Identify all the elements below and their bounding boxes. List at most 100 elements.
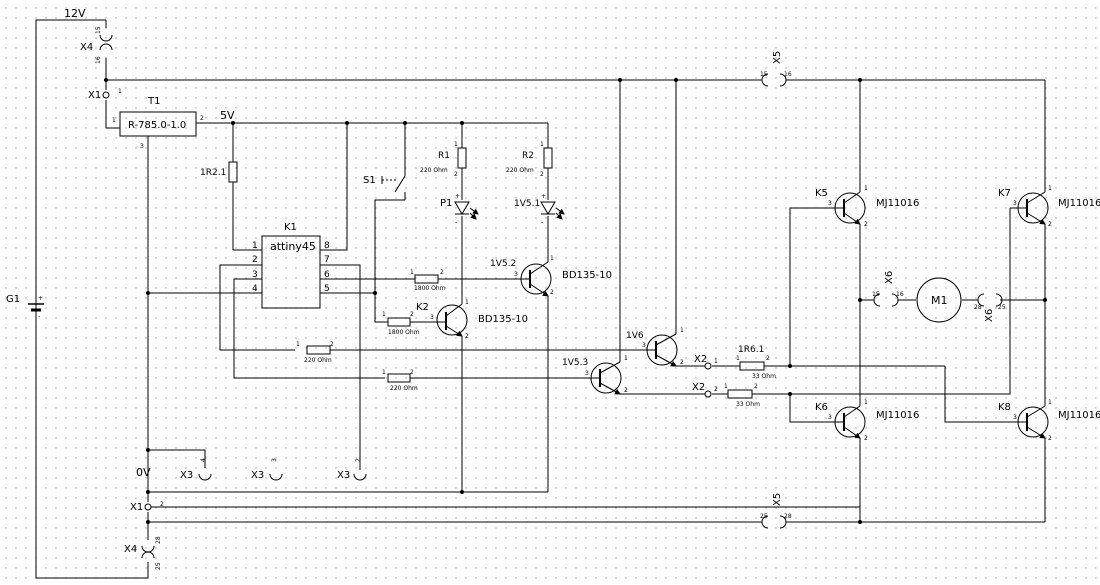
k7-ref: K7 (998, 188, 1011, 199)
x3-c-ref: X3 (337, 470, 350, 481)
v5-2-c: 1 (550, 255, 554, 262)
k6-b: 3 (828, 414, 832, 421)
connector-x3-b: X3 3 (251, 458, 283, 481)
k1-pin7: 7 (324, 255, 330, 265)
v6-ref: 1V6 (626, 331, 644, 341)
x5-top-ref: X5 (772, 51, 783, 64)
r6-1-ref: 1R6.1 (738, 345, 764, 355)
k5-ref: K5 (815, 188, 828, 199)
resistor-rb1: 1800 Ohm 1 2 (410, 269, 446, 292)
s1-ref: S1 (363, 175, 376, 186)
x1-top-pin: 1 (118, 88, 122, 95)
x3-b-pin: 3 (271, 458, 278, 462)
x6-right-pin-a: 28 (974, 304, 982, 311)
junctions (104, 78, 1047, 524)
resistor-r2: R2 220 Ohm 1 2 (506, 141, 553, 178)
rb1-value: 1800 Ohm (414, 285, 446, 292)
v5-2-ref: 1V5.2 (490, 259, 516, 269)
x6-left-pin-b: 16 (896, 291, 904, 298)
v5-2-e: 2 (550, 289, 554, 296)
v5-3-ref: 1V5.3 (562, 358, 588, 368)
r1-ref: R1 (438, 151, 450, 161)
x3-a-pin: 4 (200, 458, 207, 462)
t1-pin3: 3 (140, 143, 144, 150)
r6-1-value: 33 Ohm (752, 373, 776, 380)
x5-top-pin-a: 15 (760, 71, 768, 78)
x4-bot-ref: X4 (124, 544, 137, 555)
r1-p2: 2 (454, 171, 458, 178)
resistor-rb2: 1800 Ohm 1 2 (382, 311, 420, 336)
connector-x3-a: X3 4 (180, 458, 212, 481)
rc1-value: 220 Ohm (304, 357, 332, 364)
k8-c: 1 (1048, 399, 1052, 406)
x3-b-ref: X3 (251, 470, 264, 481)
k6-ref: K6 (815, 402, 828, 413)
r2-p2: 2 (540, 171, 544, 178)
resistor-rc1: 220 Ohm 1 2 (296, 341, 334, 364)
rc1-p2: 2 (330, 341, 334, 348)
r1-value: 220 Ohm (420, 167, 448, 174)
p1-plus: + (455, 193, 460, 200)
t1-ref: T1 (147, 96, 160, 107)
x6-left-ref: X6 (884, 271, 895, 284)
k7-part: MJ11016 (1058, 198, 1100, 209)
transistor-1v6: 1V6 3 1 2 (626, 327, 684, 367)
x5-bot-pin-a: 25 (760, 513, 768, 520)
resistor-r1: R1 220 Ohm 1 2 (420, 141, 467, 178)
k1-part: attiny45 (270, 240, 316, 253)
v5-1-plus: + (541, 193, 546, 200)
t1-pin2: 2 (200, 115, 204, 122)
k1-pin3: 3 (252, 270, 258, 280)
transistor-1v5-2: 1V5.2 BD135-10 3 1 2 (490, 255, 612, 297)
switch-s1: S1 (363, 175, 406, 200)
motor-m1: M1 (916, 277, 962, 323)
k6-c: 1 (864, 399, 868, 406)
k7-b: 3 (1013, 200, 1017, 207)
k1-ref: K1 (284, 222, 297, 233)
k2-c: 1 (465, 299, 469, 306)
connector-x2-a: X2 1 (694, 354, 718, 370)
x4-bot-pin-b: 25 (155, 562, 162, 570)
x3-c-pin: 2 (355, 458, 362, 462)
p1-ref: P1 (440, 198, 452, 209)
rail-5v-label: 5V (220, 109, 235, 122)
v5-2-part: BD135-10 (562, 270, 612, 281)
rc1-p1: 1 (296, 341, 300, 348)
k1-pin8: 8 (324, 241, 330, 251)
v5-2-b: 3 (514, 271, 518, 278)
resistor-1r6-1: 1R6.1 33 Ohm 1 2 (736, 345, 776, 380)
transistor-k2: K2 BD135-10 3 1 2 (416, 299, 528, 340)
k5-c: 1 (864, 185, 868, 192)
r1-p1: 1 (454, 141, 458, 148)
connector-x5-bot: X5 25 28 (760, 493, 792, 529)
k2-e: 2 (465, 333, 469, 340)
x2-b-pin: 2 (714, 386, 718, 393)
k7-e: 2 (1048, 221, 1052, 228)
rc2-p1: 1 (382, 369, 386, 376)
connector-x2-b: X2 2 (692, 382, 718, 398)
rb2-p1: 1 (382, 311, 386, 318)
x6-right-pin-b: 25 (998, 304, 1006, 311)
rb1-p2: 2 (440, 269, 444, 276)
v5-3-b: 3 (585, 370, 589, 377)
k1-pin5: 5 (324, 284, 330, 294)
k7-c: 1 (1048, 185, 1052, 192)
connector-x1-bot: X1 2 (130, 501, 164, 513)
rc2-value: 220 Ohm (390, 385, 418, 392)
x1-bot-ref: X1 (130, 502, 143, 513)
k2-part: BD135-10 (478, 314, 528, 325)
v5-1-minus: - (541, 219, 543, 226)
k1-pin6: 6 (324, 270, 330, 280)
r6-1-p1: 1 (736, 355, 740, 362)
rb2-value: 1800 Ohm (388, 329, 420, 336)
x2-a-ref: X2 (694, 354, 707, 365)
transistor-1v5-3: 1V5.3 3 1 2 (562, 355, 628, 395)
x5-bot-ref: X5 (772, 493, 783, 506)
v5-1-ref: 1V5.1 (514, 199, 540, 209)
wires (35, 19, 1046, 579)
t1-part: R-785.0-1.0 (128, 120, 186, 131)
connector-x6-left: X6 15 16 (872, 271, 904, 307)
r2-p1: 1 (540, 141, 544, 148)
connector-x6-right: X6 28 25 (974, 293, 1006, 322)
